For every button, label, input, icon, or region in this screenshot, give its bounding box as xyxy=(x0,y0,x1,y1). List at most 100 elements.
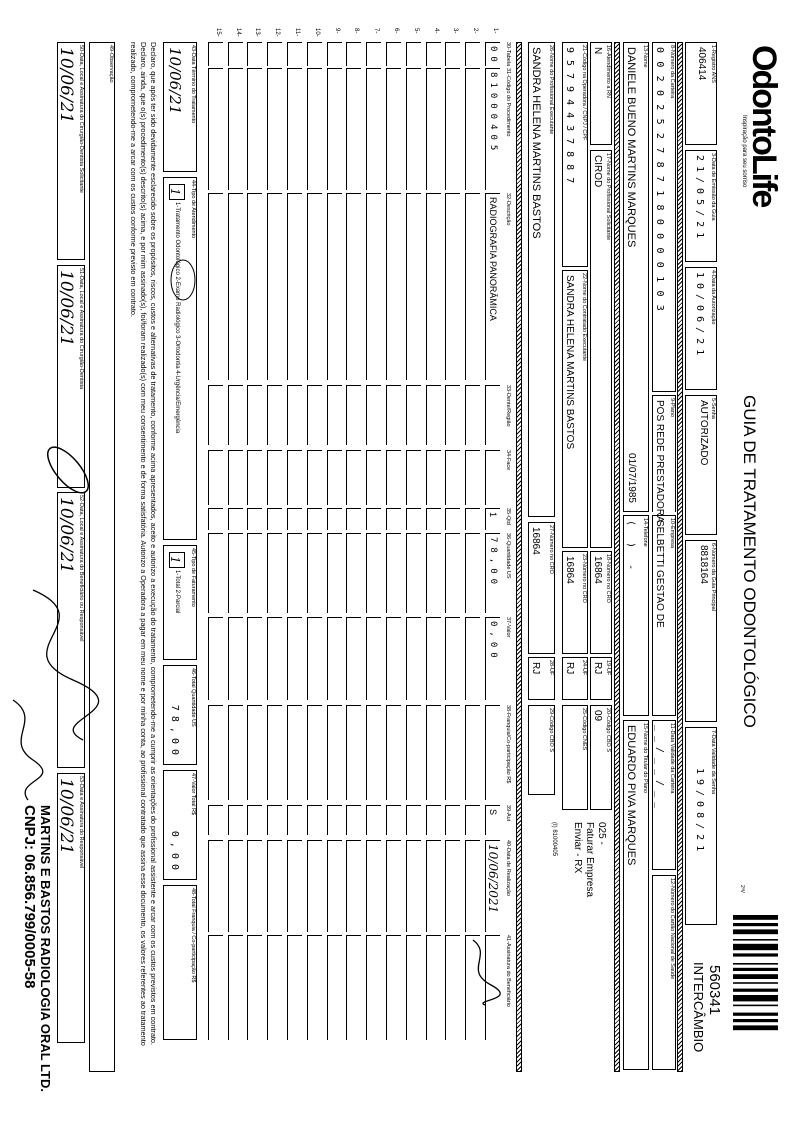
cell-aut[interactable] xyxy=(405,805,421,835)
cell-aut[interactable] xyxy=(306,805,322,835)
cell-tabela[interactable] xyxy=(366,42,382,66)
cell-dente[interactable] xyxy=(326,385,342,445)
cell-codigo[interactable] xyxy=(366,68,382,190)
cell-valor[interactable] xyxy=(267,617,283,700)
cell-franquia[interactable] xyxy=(485,705,500,800)
cell-qtde_us[interactable] xyxy=(267,533,283,613)
cell-valor[interactable] xyxy=(346,617,362,700)
cell-valor[interactable] xyxy=(287,617,302,700)
cell-codigo[interactable]: 81000405 xyxy=(485,68,500,190)
cell-data[interactable] xyxy=(405,840,421,932)
cell-codigo[interactable] xyxy=(227,68,243,190)
cell-tabela[interactable] xyxy=(465,42,481,66)
cell-tabela[interactable] xyxy=(405,42,421,66)
cell-dente[interactable] xyxy=(485,385,500,445)
cell-descricao[interactable] xyxy=(445,193,461,380)
cell-data[interactable] xyxy=(366,840,382,932)
cell-descricao[interactable] xyxy=(247,193,263,380)
cell-face[interactable] xyxy=(445,450,461,505)
cell-valor[interactable] xyxy=(326,617,342,700)
cell-franquia[interactable] xyxy=(465,705,481,800)
cell-aut[interactable] xyxy=(386,805,401,835)
cell-data[interactable] xyxy=(346,840,362,932)
cell-valor[interactable] xyxy=(306,617,322,700)
cell-face[interactable] xyxy=(425,450,441,505)
cell-tabela[interactable] xyxy=(445,42,461,66)
cell-codigo[interactable] xyxy=(386,68,401,190)
cell-face[interactable] xyxy=(405,450,421,505)
cell-qtd[interactable] xyxy=(326,508,342,530)
cell-qtd[interactable] xyxy=(306,508,322,530)
cell-aut[interactable] xyxy=(247,805,263,835)
cell-dente[interactable] xyxy=(386,385,401,445)
cell-dente[interactable] xyxy=(405,385,421,445)
cell-valor[interactable] xyxy=(425,617,441,700)
cell-qtde_us[interactable] xyxy=(465,533,481,613)
field-observacao[interactable]: 49-Observação xyxy=(89,42,115,1072)
cell-valor[interactable] xyxy=(445,617,461,700)
cell-qtd[interactable] xyxy=(405,508,421,530)
cell-assinatura[interactable] xyxy=(207,935,223,1040)
cell-qtd[interactable] xyxy=(425,508,441,530)
cell-data[interactable] xyxy=(326,840,342,932)
cell-franquia[interactable] xyxy=(227,705,243,800)
cell-codigo[interactable] xyxy=(306,68,322,190)
cell-dente[interactable] xyxy=(425,385,441,445)
cell-valor[interactable] xyxy=(227,617,243,700)
cell-qtde_us[interactable] xyxy=(405,533,421,613)
cell-aut[interactable] xyxy=(366,805,382,835)
cell-tabela[interactable] xyxy=(346,42,362,66)
cell-qtd[interactable] xyxy=(346,508,362,530)
cell-valor[interactable] xyxy=(207,617,223,700)
cell-face[interactable] xyxy=(227,450,243,505)
cell-descricao[interactable] xyxy=(386,193,401,380)
cell-qtde_us[interactable] xyxy=(306,533,322,613)
cell-qtd[interactable]: 1 xyxy=(485,508,500,530)
cell-qtde_us[interactable] xyxy=(247,533,263,613)
cell-assinatura[interactable] xyxy=(326,935,342,1040)
cell-assinatura[interactable] xyxy=(346,935,362,1040)
cell-assinatura[interactable] xyxy=(366,935,382,1040)
cell-valor[interactable]: 0,00 xyxy=(485,617,500,700)
cell-data[interactable] xyxy=(465,840,481,932)
cell-codigo[interactable] xyxy=(445,68,461,190)
cell-aut[interactable] xyxy=(346,805,362,835)
cell-data[interactable] xyxy=(386,840,401,932)
cell-tabela[interactable] xyxy=(267,42,283,66)
cell-descricao[interactable] xyxy=(306,193,322,380)
cell-qtde_us[interactable] xyxy=(287,533,302,613)
cell-codigo[interactable] xyxy=(405,68,421,190)
cell-aut[interactable] xyxy=(465,805,481,835)
cell-valor[interactable] xyxy=(247,617,263,700)
cell-qtde_us[interactable] xyxy=(425,533,441,613)
cell-franquia[interactable] xyxy=(247,705,263,800)
cell-descricao[interactable] xyxy=(267,193,283,380)
cell-tabela[interactable] xyxy=(287,42,302,66)
cell-qtd[interactable] xyxy=(247,508,263,530)
cell-dente[interactable] xyxy=(445,385,461,445)
cell-descricao[interactable] xyxy=(207,193,223,380)
cell-valor[interactable] xyxy=(405,617,421,700)
cell-face[interactable] xyxy=(287,450,302,505)
cell-aut[interactable] xyxy=(445,805,461,835)
cell-aut[interactable]: S xyxy=(485,805,500,835)
cell-dente[interactable] xyxy=(346,385,362,445)
cell-tabela[interactable] xyxy=(425,42,441,66)
cell-data[interactable] xyxy=(207,840,223,932)
cell-dente[interactable] xyxy=(366,385,382,445)
cell-tabela[interactable] xyxy=(386,42,401,66)
cell-tabela[interactable] xyxy=(207,42,223,66)
cell-franquia[interactable] xyxy=(445,705,461,800)
cell-qtd[interactable] xyxy=(445,508,461,530)
cell-assinatura[interactable] xyxy=(306,935,322,1040)
cell-assinatura[interactable] xyxy=(405,935,421,1040)
cell-franquia[interactable] xyxy=(326,705,342,800)
cell-codigo[interactable] xyxy=(346,68,362,190)
cell-data[interactable]: 10/06/2021 xyxy=(485,840,500,932)
cell-franquia[interactable] xyxy=(287,705,302,800)
cell-face[interactable] xyxy=(465,450,481,505)
cell-codigo[interactable] xyxy=(425,68,441,190)
cell-qtde_us[interactable] xyxy=(386,533,401,613)
checkbox-tipo-atendimento[interactable]: 1 xyxy=(168,184,185,200)
cell-franquia[interactable] xyxy=(267,705,283,800)
